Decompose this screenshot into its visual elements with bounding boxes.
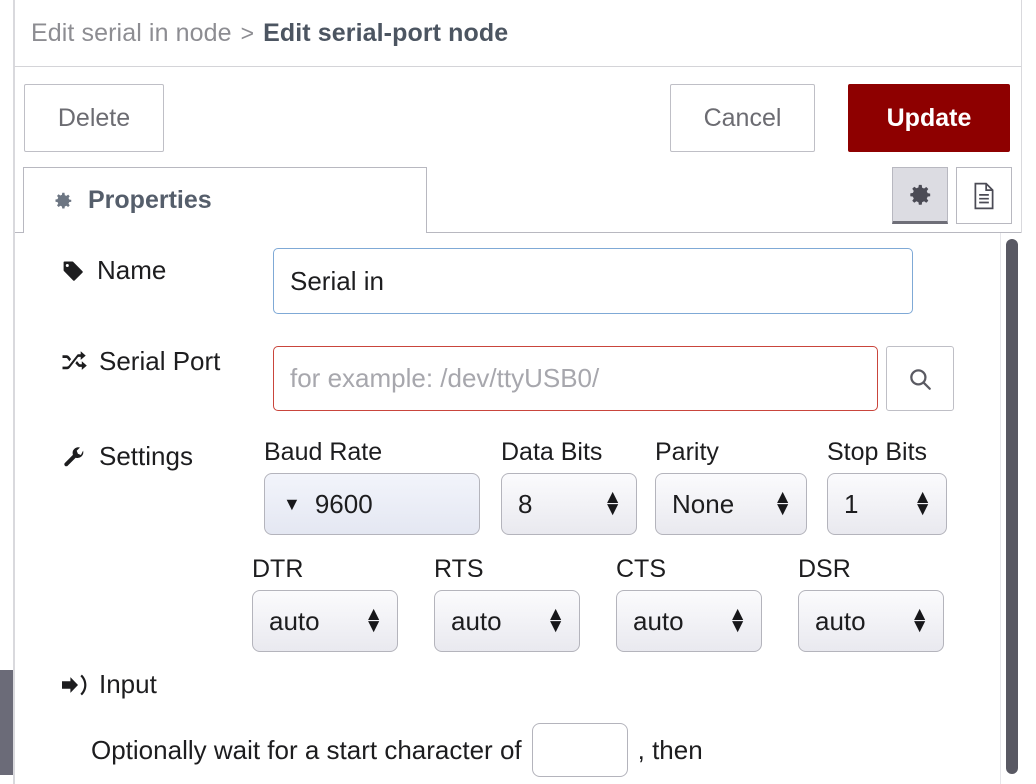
tab-properties[interactable]: Properties <box>23 167 427 233</box>
gear-tab-button[interactable] <box>892 167 948 224</box>
sign-in-icon <box>61 674 87 696</box>
dsr-value: auto <box>815 605 866 636</box>
data-bits-group: Data Bits 8 ▲▼ <box>501 438 637 535</box>
stop-bits-value: 1 <box>844 488 859 519</box>
rts-caption: RTS <box>434 555 484 583</box>
serial-port-label: Serial Port <box>99 346 221 376</box>
name-field-label: Name <box>61 255 166 286</box>
cancel-button[interactable]: Cancel <box>670 84 815 152</box>
cts-select[interactable]: auto ▲▼ <box>616 590 762 652</box>
baud-rate-caption: Baud Rate <box>264 438 383 466</box>
breadcrumb-separator: > <box>240 19 255 46</box>
description-icon <box>971 182 997 210</box>
spinner-arrows-icon: ▲▼ <box>728 604 747 637</box>
stop-bits-select[interactable]: 1 ▲▼ <box>827 473 947 535</box>
input-section-label: Input <box>99 669 157 699</box>
dtr-caption: DTR <box>252 555 304 583</box>
dtr-select[interactable]: auto ▲▼ <box>252 590 398 652</box>
dsr-select[interactable]: auto ▲▼ <box>798 590 944 652</box>
wrench-icon <box>61 445 87 469</box>
update-button[interactable]: Update <box>848 84 1010 152</box>
parity-select[interactable]: None ▲▼ <box>655 473 807 535</box>
data-bits-caption: Data Bits <box>501 438 603 466</box>
properties-panel: Name Serial Port <box>14 233 1022 784</box>
spinner-arrows-icon: ▲▼ <box>910 604 929 637</box>
parity-group: Parity None ▲▼ <box>655 438 807 535</box>
start-character-row: Optionally wait for a start character of… <box>91 723 703 777</box>
tab-properties-label: Properties <box>88 186 212 214</box>
start-character-input[interactable] <box>531 723 628 777</box>
gear-icon <box>907 182 933 208</box>
name-label: Name <box>97 255 167 285</box>
dsr-group: DSR auto ▲▼ <box>798 555 944 652</box>
vertical-scrollbar-thumb[interactable] <box>1006 239 1018 774</box>
search-icon <box>907 366 933 392</box>
dsr-caption: DSR <box>798 555 851 583</box>
spinner-arrows-icon: ▲▼ <box>773 487 792 520</box>
tab-underline <box>15 232 1021 233</box>
data-bits-value: 8 <box>518 488 533 519</box>
breadcrumb-parent[interactable]: Edit serial in node <box>31 18 232 47</box>
name-input[interactable] <box>273 248 913 314</box>
description-tab-button[interactable] <box>956 167 1012 224</box>
dialog-button-bar: Delete Cancel Update <box>14 67 1022 159</box>
spinner-arrows-icon: ▲▼ <box>603 487 622 520</box>
baud-rate-group: Baud Rate ▼ 9600 <box>264 438 480 535</box>
start-character-text-before: Optionally wait for a start character of <box>91 734 522 765</box>
cts-caption: CTS <box>616 555 666 583</box>
dtr-value: auto <box>269 605 320 636</box>
cts-value: auto <box>633 605 684 636</box>
panel-left-edge <box>13 0 14 784</box>
baud-rate-value: 9600 <box>314 488 373 519</box>
parity-caption: Parity <box>655 438 719 466</box>
rts-value: auto <box>451 605 502 636</box>
breadcrumb-current: Edit serial-port node <box>263 18 509 47</box>
delete-button[interactable]: Delete <box>24 84 164 152</box>
breadcrumb: Edit serial in node > Edit serial-port n… <box>14 0 1022 67</box>
gear-icon <box>52 190 74 212</box>
chevron-down-icon: ▼ <box>283 494 301 514</box>
spinner-arrows-icon: ▲▼ <box>364 604 383 637</box>
tab-strip: Properties <box>14 159 1022 233</box>
vertical-scrollbar[interactable] <box>1000 233 1022 784</box>
spinner-arrows-icon: ▲▼ <box>913 487 932 520</box>
shuffle-icon <box>61 350 87 374</box>
baud-rate-select[interactable]: ▼ 9600 <box>264 473 480 535</box>
rts-select[interactable]: auto ▲▼ <box>434 590 580 652</box>
serial-port-field-label: Serial Port <box>61 346 220 377</box>
left-edge-scrollbar-thumb[interactable] <box>0 670 13 775</box>
cts-group: CTS auto ▲▼ <box>616 555 762 652</box>
stop-bits-group: Stop Bits 1 ▲▼ <box>827 438 947 535</box>
settings-label: Settings <box>99 441 193 471</box>
settings-field-label: Settings <box>61 441 193 472</box>
spinner-arrows-icon: ▲▼ <box>546 604 565 637</box>
tab-icon-buttons <box>892 167 1012 224</box>
tag-icon <box>61 259 85 283</box>
dtr-group: DTR auto ▲▼ <box>252 555 398 652</box>
serial-port-input[interactable] <box>273 346 878 411</box>
data-bits-select[interactable]: 8 ▲▼ <box>501 473 637 535</box>
start-character-text-after: , then <box>637 734 703 765</box>
rts-group: RTS auto ▲▼ <box>434 555 580 652</box>
serial-port-search-button[interactable] <box>886 346 954 411</box>
parity-value: None <box>672 488 735 519</box>
input-section-header: Input <box>61 669 157 700</box>
stop-bits-caption: Stop Bits <box>827 438 928 466</box>
